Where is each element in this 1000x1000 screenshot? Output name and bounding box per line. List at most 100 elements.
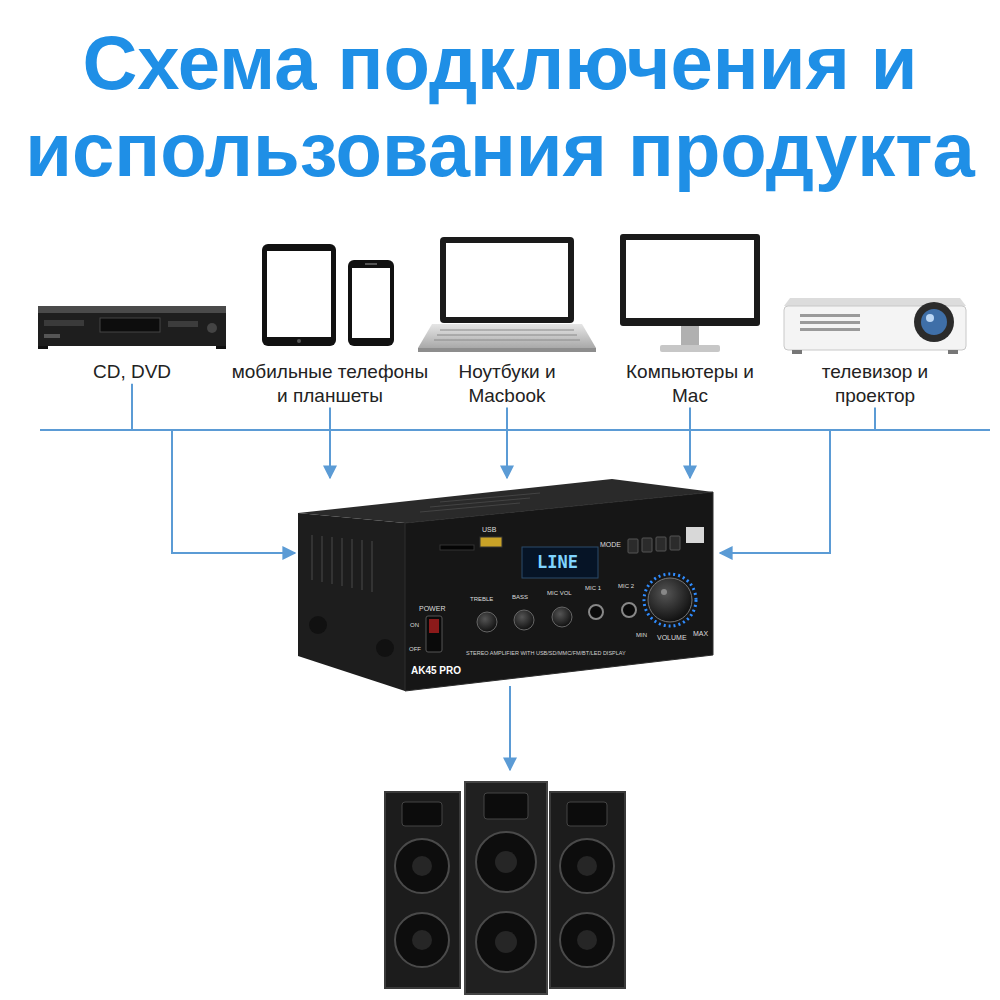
amplifier-illustration-part [477,612,497,632]
amplifier-illustration-part-part [440,493,540,502]
phone-icon [348,260,394,346]
projector-icon-part [784,306,966,350]
speaker-left [385,792,460,988]
speaker-right-part [550,792,625,988]
laptop-icon-part-part [434,340,580,341]
monitor-icon [620,234,760,352]
speaker-right-part [560,913,614,967]
phone-icon-part [365,263,377,265]
projector-icon-part-part [800,314,860,317]
laptop-icon-part [446,243,568,317]
panel-label: USB [482,526,496,533]
amplifier-illustration-part [429,619,439,633]
amplifier-illustration-part [552,607,572,627]
laptop-icon-part-part [440,330,574,331]
projector-icon-part [914,302,954,342]
amplifier-illustration [298,479,713,691]
amplifier-illustration-part [648,578,692,622]
panel-label: MIN [636,632,647,638]
phone-icon-part [348,260,394,346]
connector [329,408,331,479]
phone-icon-part [352,268,390,338]
amplifier-illustration-part [440,545,474,550]
projector-icon-part [921,309,947,335]
monitor-icon-part [660,345,720,352]
dvd-player-icon-part [168,321,198,327]
panel-label: MODE [600,541,621,548]
amplifier-illustration-part [426,616,442,652]
dvd-player-icon-part [38,313,226,346]
panel-label: MIC 1 [585,585,601,591]
device-node: мобильные телефоны и планшеты [230,360,430,408]
projector-icon-part-part [800,321,860,324]
laptop-icon-part [418,324,596,348]
amplifier-illustration-part-part [361,540,363,590]
projector-icon [784,298,966,354]
speaker-middle-part [495,931,517,953]
amplifier-illustration-part-part [642,538,652,552]
speaker-left-part [412,856,432,876]
speaker-right [550,792,625,988]
monitor-icon-part [681,326,699,346]
tablet-icon [262,244,336,346]
amplifier-illustration-part-part [628,539,638,553]
amplifier-illustration-part [686,527,704,543]
laptop-icon-part [440,237,574,323]
projector-icon-part [792,350,802,354]
laptop-icon-part [418,348,596,352]
amplifier-illustration-part [589,605,603,619]
amplifier-illustration-part-part [670,536,680,550]
speaker-left-part [395,913,449,967]
panel-label: POWER [419,605,445,612]
laptop-icon [418,237,596,352]
speaker-middle [465,782,547,994]
tablet-icon-part [297,339,301,343]
panel-label: ON [410,622,419,628]
speaker-left-part [402,802,442,826]
amplifier-illustration-part [644,574,696,626]
amplifier-illustration-part [420,493,540,512]
device-node: телевизор и проектор [818,360,933,408]
projector-icon-part [948,350,958,354]
amplifier-illustration-part-part [311,535,313,580]
speaker-left-part [395,839,449,893]
amplifier-illustration-part-part [341,538,343,586]
projector-icon-part [926,314,934,322]
panel-label: MAX [693,630,708,637]
device-label: Компьютеры и Mac [620,360,760,408]
amplifier-illustration-part [298,513,405,691]
amplifier-illustration-part-part [321,536,323,582]
device-node: Ноутбуки и Macbook [442,360,572,408]
speaker-middle-part [476,912,536,972]
speaker-right-part [560,839,614,893]
panel-label: MIC 2 [618,583,634,589]
laptop-icon-part-part [437,335,577,336]
speaker-middle-part [484,793,528,819]
amplifier-illustration-part [405,492,713,691]
device-label: мобильные телефоны и планшеты [230,360,430,408]
projector-icon-part [800,314,860,331]
speaker-left-part [385,792,460,988]
dvd-player-icon-part [216,346,226,349]
amplifier-illustration-part [376,639,394,657]
amplifier-illustration-part [628,536,680,553]
dvd-player-icon-part [207,323,217,333]
amplifier-illustration-part-part [420,503,520,512]
amplifier-illustration-part-part [430,498,530,507]
amplifier-illustration-part [480,537,502,547]
panel-label: TREBLE [470,596,493,602]
device-node: CD, DVD [57,360,207,384]
speaker-middle-part [476,832,536,892]
tablet-icon-part [267,251,331,337]
dvd-player-icon [38,306,226,349]
title: Схема подключения и использования продук… [20,20,980,193]
panel-label: MIC VOL [547,590,572,596]
speaker-left-part [412,930,432,950]
amplifier-illustration-part-part [371,541,373,592]
connector [506,408,508,479]
amplifier-illustration-part [522,547,598,578]
dvd-player-icon-part [38,306,226,314]
speaker-middle-part [465,782,547,994]
tablet-icon-part [262,244,336,346]
